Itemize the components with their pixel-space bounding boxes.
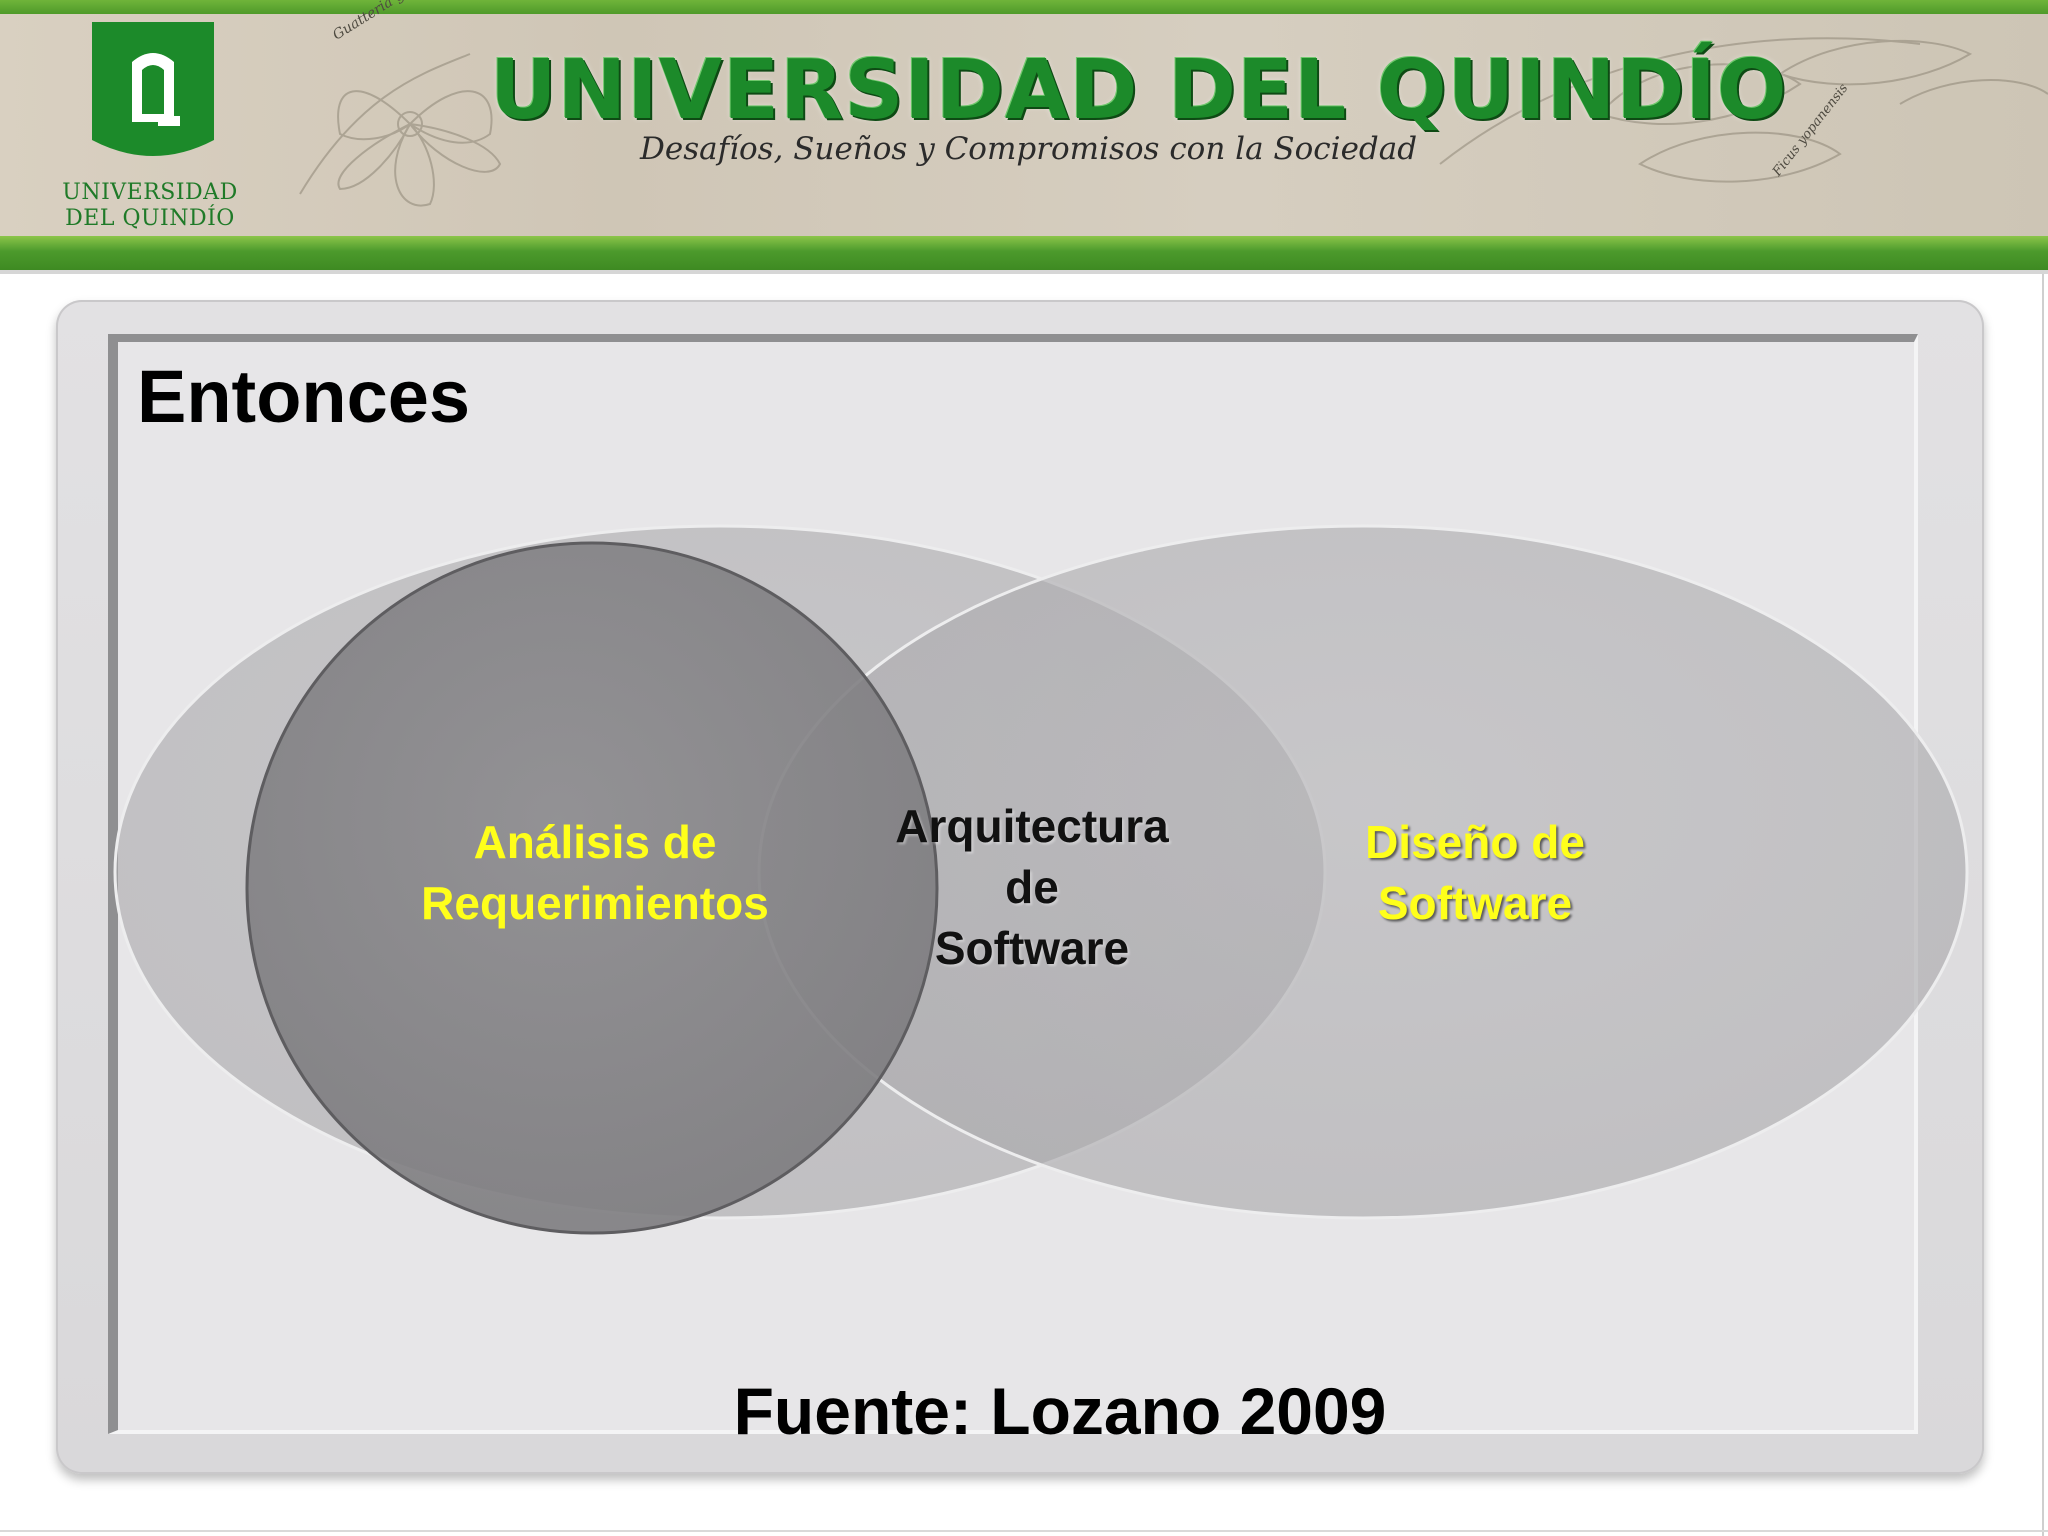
page-edge-right — [2042, 274, 2044, 1536]
university-slogan: Desafíos, Sueños y Compromisos con la So… — [640, 131, 1418, 167]
university-name: UNIVERSIDAD DEL QUINDÍO — [490, 43, 1788, 138]
university-logo — [92, 22, 214, 156]
label-requirements-analysis: Análisis de Requerimientos — [380, 812, 810, 934]
label-line: Diseño de — [1365, 816, 1585, 868]
requirements-circle — [245, 541, 939, 1235]
page-edge-bottom — [0, 1530, 2048, 1532]
label-line: de — [1005, 861, 1059, 913]
label-software-design: Diseño de Software — [1300, 812, 1650, 934]
banner-divider — [0, 270, 2048, 274]
label-line: Software — [934, 922, 1130, 974]
label-line: Software — [1377, 877, 1573, 929]
label-line: Requerimientos — [421, 877, 769, 929]
logo-text-line1: UNIVERSIDAD — [62, 180, 238, 205]
label-line: Análisis de — [473, 816, 717, 868]
logo-text-line2: DEL QUINDÍO — [65, 206, 235, 231]
botanical-illustration — [299, 37, 2048, 207]
slide-title: Entonces — [137, 355, 471, 438]
header-banner: UNIVERSIDAD DEL QUINDÍO Guatteria gudoti… — [0, 0, 2048, 270]
banner-top-stripe — [0, 0, 2048, 14]
label-line: Arquitectura — [895, 800, 1169, 852]
source-citation: Fuente: Lozano 2009 — [733, 1374, 1387, 1448]
label-software-architecture: Arquitectura de Software — [832, 796, 1232, 979]
banner-bottom-stripe — [0, 236, 2048, 270]
